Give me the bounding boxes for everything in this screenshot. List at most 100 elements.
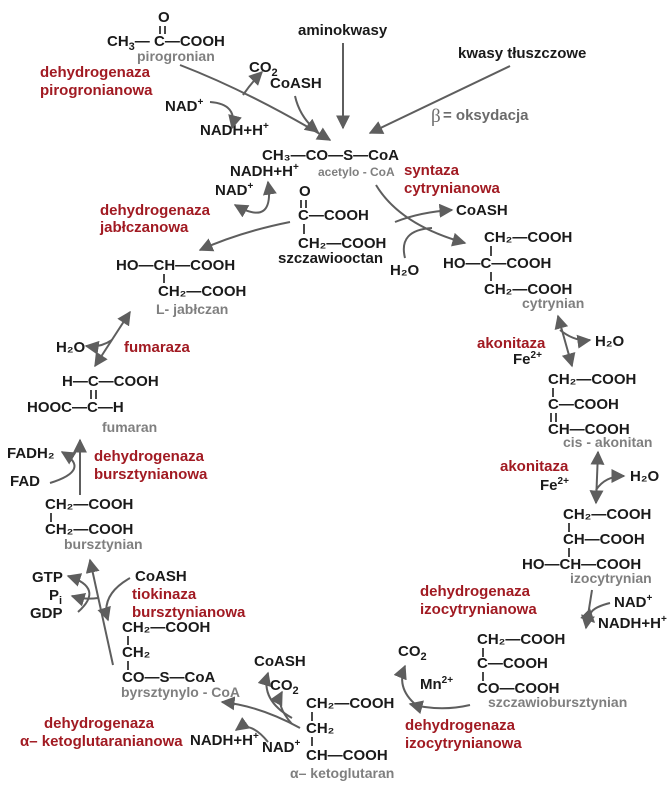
aconitase2-fe: Fe2+ <box>540 476 569 494</box>
acetyl-coa-formula: CH₃—CO—S—CoA <box>262 147 399 164</box>
aconitase2-arrow <box>589 450 605 505</box>
citrate-line1: CH₂—COOH <box>484 229 572 246</box>
succinate: CH₂—COOH CH₂—COOH bursztynian <box>45 496 143 552</box>
mdh-nad: NAD+ <box>215 181 254 199</box>
thiokinase-coash-arrow <box>97 577 131 622</box>
isocitrate-line3: HO—CH—COOH <box>522 556 641 573</box>
pyruvate: O CH3— C—COOH pirogronian <box>107 9 225 64</box>
akgdh-coash: CoASH <box>254 653 306 670</box>
aconitase1-water: H₂O <box>595 333 624 350</box>
oxalosuccinate-line1: CH₂—COOH <box>477 631 565 648</box>
akgdh-co2: CO2 <box>270 677 299 697</box>
isocitrate-line1: CH₂—COOH <box>563 506 651 523</box>
aconitase1-fe: Fe2+ <box>513 350 542 368</box>
citrate-synthase-water-arrow <box>402 227 433 259</box>
fumarate-line1: H—C—COOH <box>62 373 159 390</box>
pdh-nad: NAD+ <box>165 97 204 115</box>
alpha-ketoglutarate: CH₂—COOH CH₂ CH—COOH α– ketoglutaran <box>290 695 394 781</box>
akg-line3: CH—COOH <box>306 747 388 764</box>
fumarase-water: H₂O <box>56 339 85 356</box>
idh2-enzyme-line1: dehydrogenaza <box>405 717 516 734</box>
cis-aconitate-line1: CH₂—COOH <box>548 371 636 388</box>
idh2-co2: CO2 <box>398 643 427 663</box>
sdh-cofactor-arrow <box>49 451 77 484</box>
pdh-enzyme-line2: pirogronianowa <box>40 82 153 99</box>
aconitase2-water: H₂O <box>630 468 659 485</box>
thiokinase-gtp: GTP <box>32 569 63 586</box>
pdh-coash-arrow <box>294 95 320 133</box>
malate-line2: CH₂—COOH <box>158 283 246 300</box>
acetyl-coa-name: acetylo - CoA <box>318 165 395 179</box>
isocitrate-line2: CH—COOH <box>563 531 645 548</box>
idh2-mn: Mn2+ <box>420 675 453 693</box>
aconitase1-water-arrow <box>559 329 592 349</box>
idh1-cofactor-arrow <box>580 602 611 623</box>
pyruvate-formula: C—COOH <box>154 33 225 50</box>
akgdh-co2-arrow <box>269 690 293 725</box>
thiokinase-pi-arrow <box>70 593 99 607</box>
isocitrate-name: izocytrynian <box>570 570 652 586</box>
oxalosuccinate-line3: CO—COOH <box>477 680 560 697</box>
thiokinase-coash: CoASH <box>135 568 187 585</box>
idh1-enzyme-line2: izocytrynianowa <box>420 601 537 618</box>
citrate-name: cytrynian <box>522 295 584 311</box>
aconitase1-arrow <box>554 314 576 368</box>
mdh-main-arrow <box>198 221 291 252</box>
mdh-cofactor-arrow <box>233 180 277 218</box>
citrate: CH₂—COOH HO—C—COOH CH₂—COOH cytrynian <box>443 229 584 311</box>
oxaloacetate-line1: C—COOH <box>298 207 369 224</box>
citrate-line2: HO—C—COOH <box>443 255 551 272</box>
akgdh-enzyme-line2: α– ketoglutaranianowa <box>20 733 183 750</box>
idh2-enzyme-line2: izocytrynianowa <box>405 735 522 752</box>
aconitase2-water-arrow <box>595 469 626 491</box>
oxaloacetate-oxygen: O <box>299 183 311 200</box>
pdh-co2-arrow <box>242 71 263 96</box>
fumarase-enzyme: fumaraza <box>124 339 191 356</box>
pyruvate-ch3: CH3— <box>107 33 150 53</box>
idh1-nadh: NADH+H+ <box>598 614 667 632</box>
aminoacids-label: aminokwasy <box>298 22 388 39</box>
citrate-synthase-line2: cytrynianowa <box>404 180 501 197</box>
sdh-fad: FAD <box>10 473 40 490</box>
sdh-enzyme-line2: bursztynianowa <box>94 466 208 483</box>
citrate-synthase-coash-arrow <box>394 203 454 223</box>
pdh-coash: CoASH <box>270 75 322 92</box>
succinate-name: bursztynian <box>64 536 143 552</box>
malate-name: L- jabłczan <box>156 301 228 317</box>
sdh-fadh2: FADH₂ <box>7 445 55 462</box>
citrate-line3: CH₂—COOH <box>484 281 572 298</box>
succinyl-coa-line1: CH₂—COOH <box>122 619 210 636</box>
thiokinase-pi: Pi <box>49 587 62 607</box>
thiokinase-main-arrow <box>85 558 114 666</box>
oxalosuccinate-line2: C—COOH <box>477 655 548 672</box>
cis-aconitate-line3: CH—COOH <box>548 421 630 438</box>
pdh-nadh: NADH+H+ <box>200 121 269 139</box>
cis-aconitate-line2: C—COOH <box>548 396 619 413</box>
malate: HO—CH—COOH CH₂—COOH L- jabłczan <box>116 257 246 317</box>
pyruvate-name: pirogronian <box>137 48 215 64</box>
succinyl-coa-name: byrsztynylo - CoA <box>121 684 240 700</box>
succinyl-coa-line3: CO—S—CoA <box>122 669 216 686</box>
thiokinase-enzyme-line1: tiokinaza <box>132 586 197 603</box>
idh2-co2-arrow <box>393 664 421 709</box>
fumarase-water-arrow <box>84 339 113 355</box>
sdh-enzyme-line1: dehydrogenaza <box>94 448 205 465</box>
citrate-synthase-arrow <box>375 184 467 247</box>
pyruvate-oxygen: O <box>158 9 170 26</box>
isocitrate: CH₂—COOH CH—COOH HO—CH—COOH izocytrynian <box>522 506 652 586</box>
succinate-line2: CH₂—COOH <box>45 521 133 538</box>
akgdh-enzyme-line1: dehydrogenaza <box>44 715 155 732</box>
idh1-main-arrow <box>581 589 595 630</box>
fumarate-line2: HOOC—C—H <box>27 399 124 416</box>
fatty-acids-label: kwasy tłuszczowe <box>458 45 586 62</box>
thiokinase-gtp-arrow <box>66 573 91 613</box>
citrate-synthase-line1: syntaza <box>404 162 460 179</box>
oxaloacetate-line2: CH₂—COOH <box>298 235 386 252</box>
aconitase2-enzyme: akonitaza <box>500 458 569 475</box>
mdh-enzyme-line1: dehydrogenaza <box>100 202 211 219</box>
mdh-nadh: NADH+H+ <box>230 162 299 180</box>
pdh-nad-arrow <box>209 101 242 130</box>
akgdh-nad-arrow <box>234 716 269 743</box>
thiokinase-enzyme-line2: bursztynianowa <box>132 604 246 621</box>
